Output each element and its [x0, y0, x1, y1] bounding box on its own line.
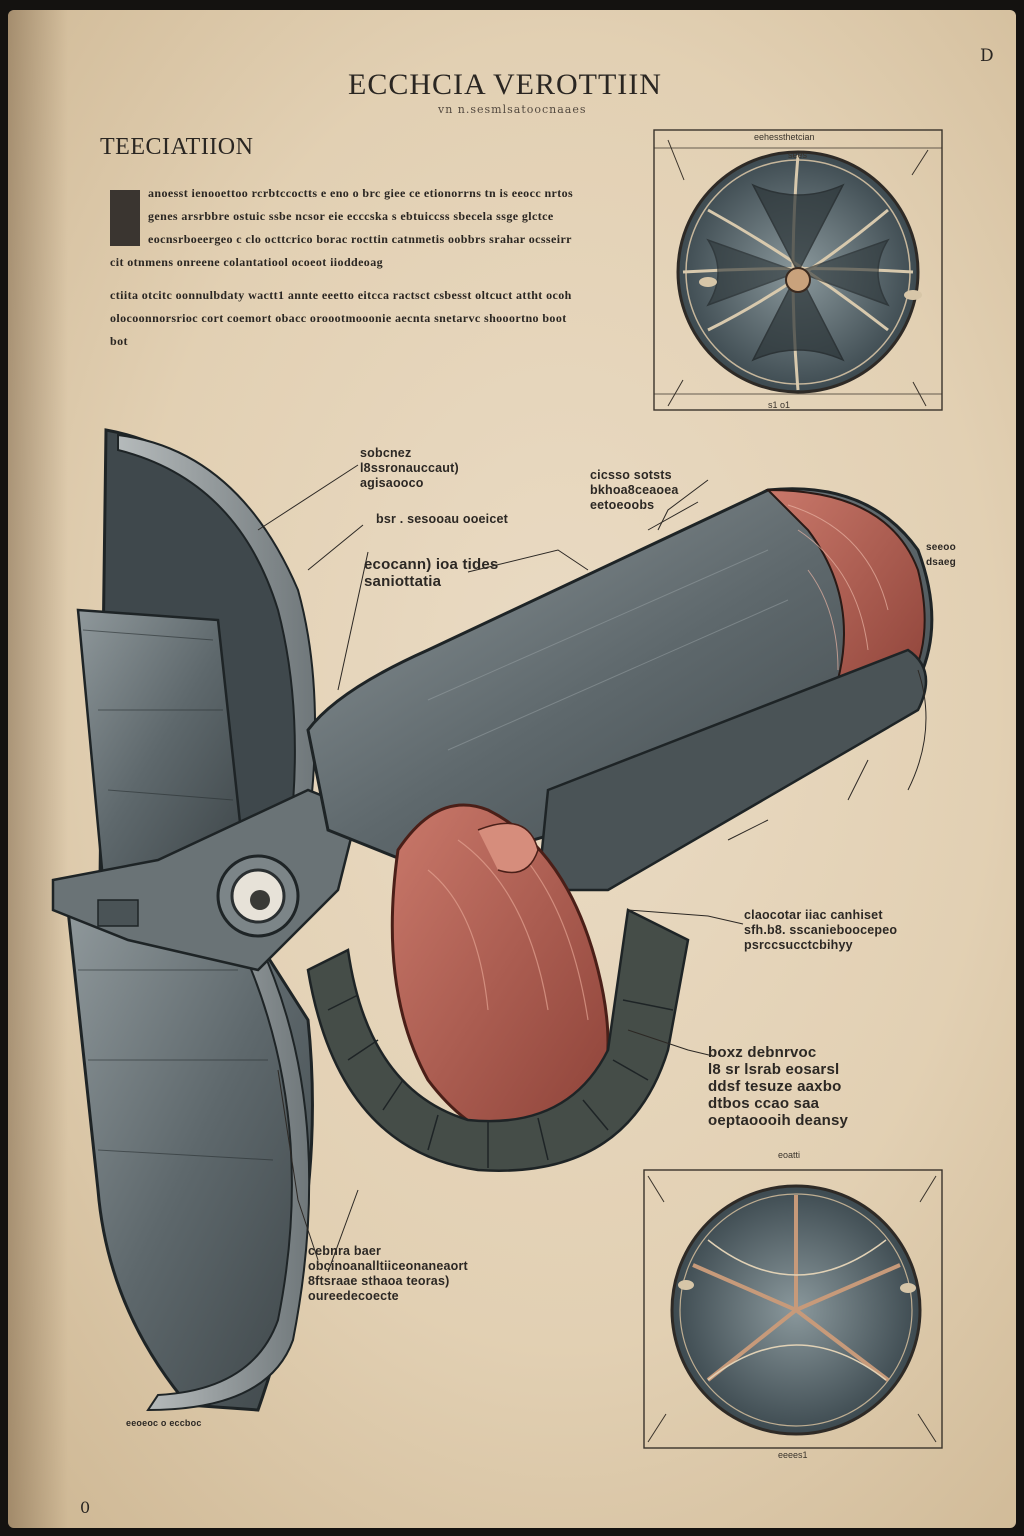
inset-top-frame [653, 129, 943, 411]
corner-mark: D [980, 46, 994, 66]
body-paragraph-2: ctiita otcitc oonnulbdaty wactt1 annte e… [110, 288, 572, 348]
page-title: ECCHCIA VEROTTIIN [348, 68, 662, 101]
page-subtitle: vn n.sesmlsatoocnaaes [438, 103, 587, 116]
callout-bottom-left: cebnra baer obcinoanalltiiceonaneaort 8f… [308, 1244, 468, 1303]
blueprint-page: ECCHCIA VEROTTIIN vn n.sesmlsatoocnaaes … [8, 10, 1016, 1528]
inset-top-sub: sees [788, 150, 808, 160]
segmented-ring [306, 908, 690, 1172]
callout-rib-label: ecocann) ioa tides saniottatia [364, 556, 499, 590]
body-text: anoesst ienooettoo rcrbtccoctts e eno o … [110, 182, 586, 353]
inset-bottom-title: eoatti [778, 1150, 801, 1160]
leader-lines [257, 464, 927, 1273]
callout-mid-left: bsr . sesooau ooeicet [376, 512, 509, 526]
body-paragraph-1: anoesst ienooettoo rcrbtccoctts e eno o … [110, 186, 574, 269]
callout-right-lower: boxz debnrvoc l8 sr lsrab eosarsl ddsf t… [708, 1044, 849, 1129]
callout-top-left: sobcnez l8ssronauccaut) agisaooco [360, 446, 459, 490]
section-title: TEECIATIION [100, 134, 254, 160]
drop-cap-block [110, 190, 140, 246]
anatomy-diagram [51, 129, 943, 1449]
central-hub [51, 788, 360, 972]
wing-lower [66, 908, 314, 1412]
callout-bottom-small: eeoeoc o eccboc [126, 1418, 202, 1428]
wing-upper [76, 428, 317, 882]
callout-right-edge: seeoo dsaeg [926, 542, 956, 568]
inset-top-title: eehessthetcian [754, 132, 815, 142]
callout-right-mid: claocotar iiac canhiset sfh.b8. sscanieb… [744, 908, 898, 952]
callout-top-center: cicsso sotsts bkhoa8ceaoea eetoeoobs [590, 468, 679, 512]
page-fold-shadow [8, 10, 68, 1528]
inset-bottom-foot: eeees1 [778, 1450, 808, 1460]
inset-bottom-frame [643, 1169, 943, 1449]
barrel-upper [306, 487, 934, 892]
inset-top-foot: s1 o1 [768, 400, 791, 410]
page-number: 0 [80, 1498, 91, 1517]
